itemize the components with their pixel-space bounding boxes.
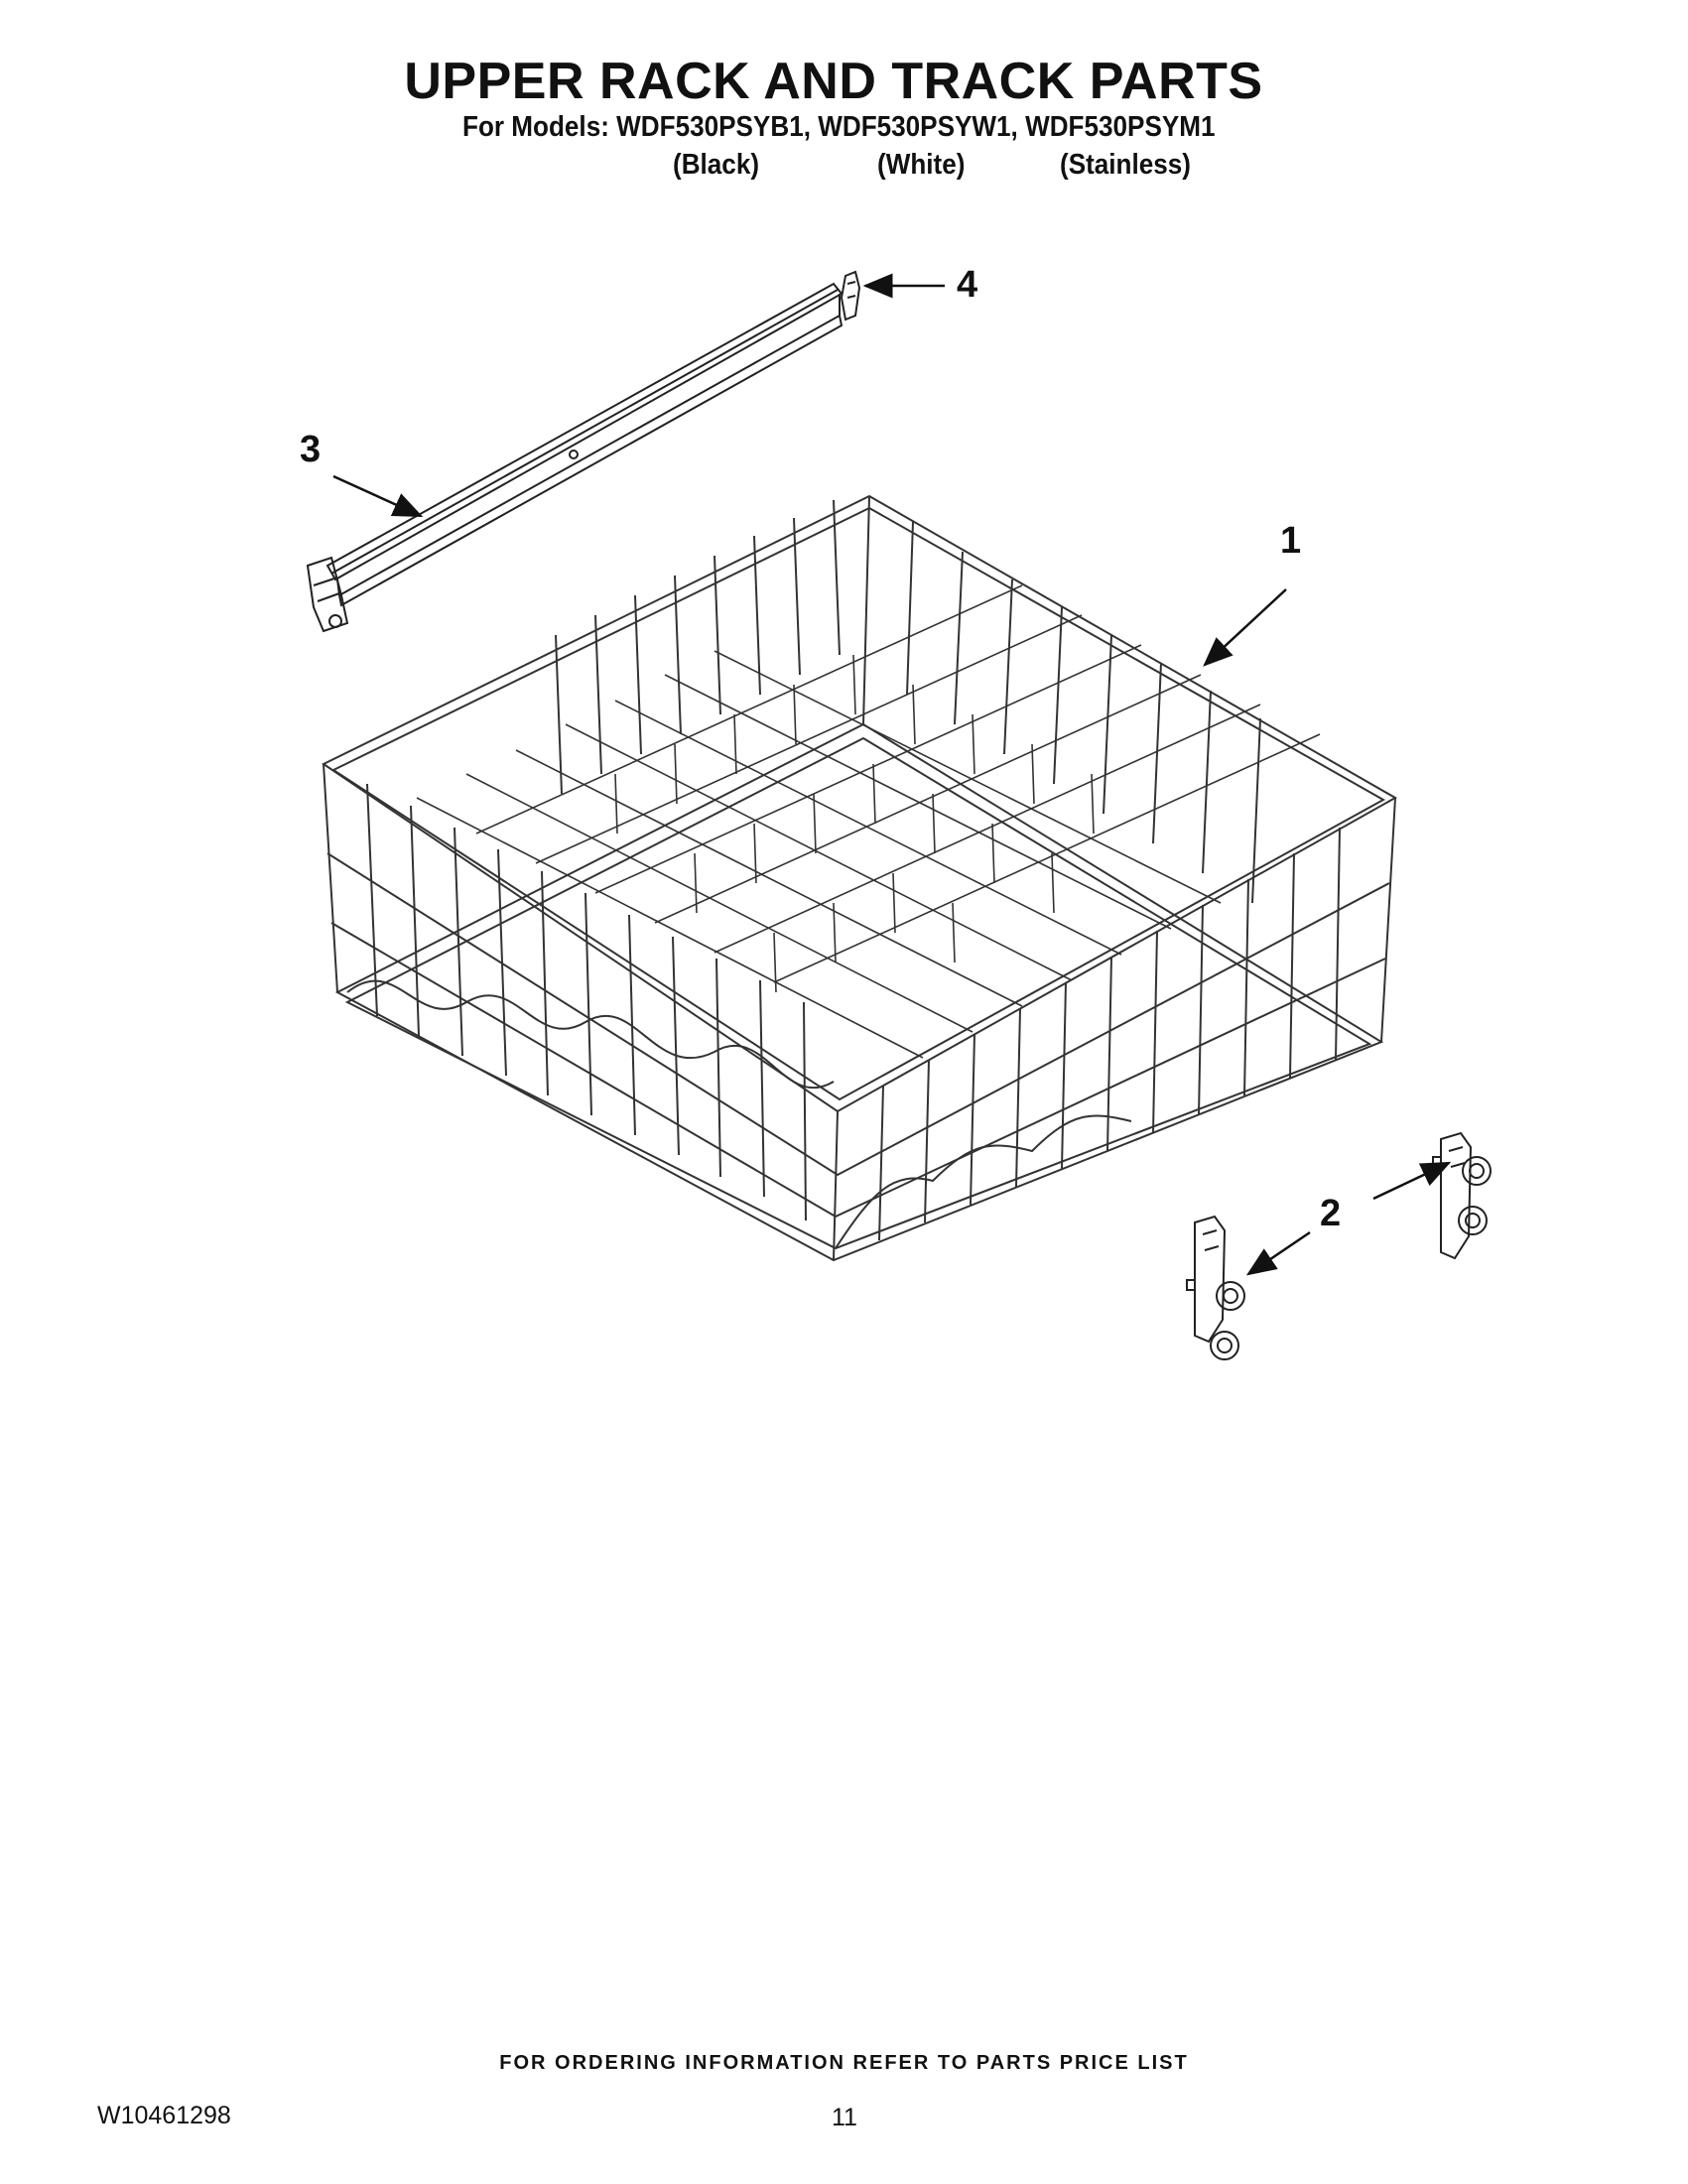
callout-arrow-3: [332, 474, 424, 518]
model-numbers: For Models: WDF530PSYB1, WDF530PSYW1, WD…: [462, 111, 1216, 143]
callout-label-3: 3: [300, 429, 322, 470]
color-label-stainless: (Stainless): [1060, 149, 1192, 181]
callout-label-1: 1: [1280, 520, 1302, 562]
callout-arrow-1: [1203, 588, 1287, 667]
color-label-black: (Black): [673, 149, 760, 181]
track-rail-part: [306, 282, 844, 633]
wheel-assembly-part-upper: [1432, 1131, 1492, 1260]
color-label-white: (White): [877, 149, 966, 181]
callout-arrow-2a: [1245, 1230, 1311, 1276]
callout-label-2: 2: [1320, 1193, 1342, 1234]
page-title: UPPER RACK AND TRACK PARTS: [404, 53, 1263, 110]
document-number: W10461298: [97, 2102, 231, 2129]
callout-arrow-2b: [1372, 1161, 1452, 1201]
ordering-note: FOR ORDERING INFORMATION REFER TO PARTS …: [499, 2052, 1189, 2074]
page-number: 11: [832, 2104, 857, 2131]
wheel-assembly-part-lower: [1186, 1215, 1245, 1360]
upper-rack-part: [322, 494, 1398, 1262]
track-stop-part: [840, 270, 861, 321]
callout-label-4: 4: [957, 264, 978, 306]
